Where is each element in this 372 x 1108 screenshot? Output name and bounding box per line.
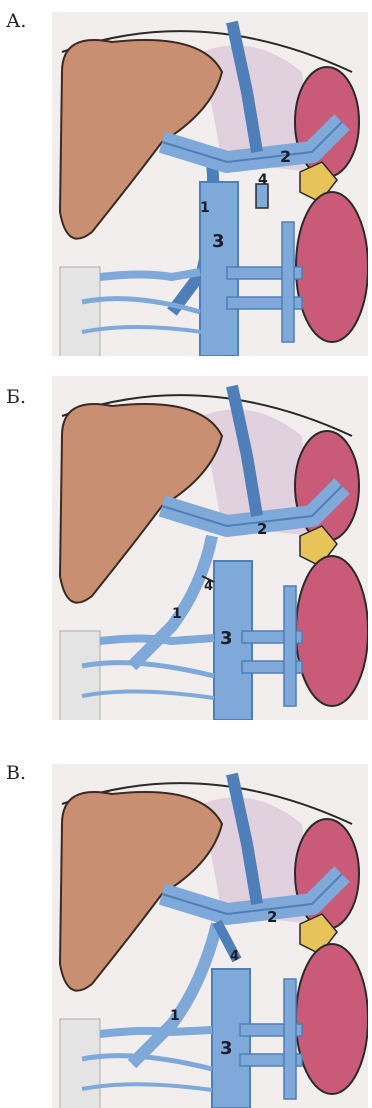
- anatomical-illustration: 1 2 3 4: [52, 764, 368, 1108]
- number-4: 4: [204, 579, 213, 594]
- number-4: 4: [258, 172, 268, 188]
- number-2: 2: [267, 908, 277, 926]
- anatomical-illustration: 1 2 3 4: [52, 12, 368, 356]
- number-2: 2: [280, 147, 291, 166]
- panel-a: А. 1 2 3 4: [0, 0, 372, 366]
- panel-label: В.: [6, 762, 26, 784]
- anatomical-illustration: 1 2 3 4: [52, 376, 368, 720]
- number-4: 4: [230, 949, 239, 964]
- number-1: 1: [200, 200, 210, 216]
- panel-label: Б.: [6, 386, 26, 408]
- number-3: 3: [220, 628, 233, 649]
- number-2: 2: [257, 520, 267, 538]
- panel-label: А.: [6, 10, 26, 32]
- number-1: 1: [172, 606, 182, 622]
- panel-b: Б. 1 2 3 4: [0, 376, 372, 742]
- number-3: 3: [220, 1038, 233, 1059]
- number-3: 3: [212, 231, 225, 252]
- panel-c: В. 1 2 3 4: [0, 752, 372, 1108]
- number-1: 1: [170, 1008, 180, 1024]
